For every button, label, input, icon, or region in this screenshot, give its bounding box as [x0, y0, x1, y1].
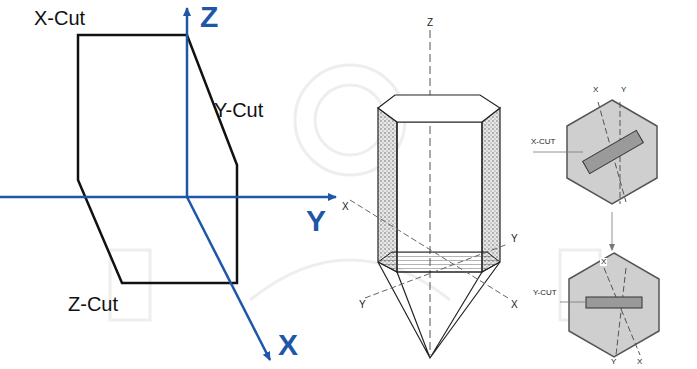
crystal-axis-label: Y	[510, 234, 519, 244]
crystal-axis-label: Z	[426, 18, 434, 28]
cut-name: X-CUT	[530, 138, 556, 146]
x-cut-hexagon	[533, 100, 657, 204]
x-axis	[187, 197, 270, 360]
cut-name: Y-CUT	[532, 289, 558, 297]
crystal-axis-label: X	[510, 300, 519, 310]
axis-label: Z	[200, 2, 218, 32]
crystal-axis-label: Y	[358, 300, 367, 310]
axis-label: X	[278, 330, 298, 360]
cut-label: Z-Cut	[68, 294, 118, 314]
y-axis	[0, 196, 336, 199]
hex-axis-label: X	[600, 258, 607, 266]
quartz-crystal	[350, 30, 508, 358]
cut-label: Y-Cut	[214, 100, 263, 120]
cut-label: X-Cut	[34, 8, 85, 28]
crystal-axis-label: X	[341, 202, 350, 212]
y-cut-hexagon	[560, 212, 659, 357]
hex-axis-label: X	[636, 358, 643, 366]
axis-label: Y	[306, 206, 326, 236]
hex-axis-label: Y	[620, 86, 627, 94]
hex-axis-label: Y	[610, 358, 617, 366]
hex-axis-label: X	[592, 86, 599, 94]
z-axis	[186, 8, 189, 197]
